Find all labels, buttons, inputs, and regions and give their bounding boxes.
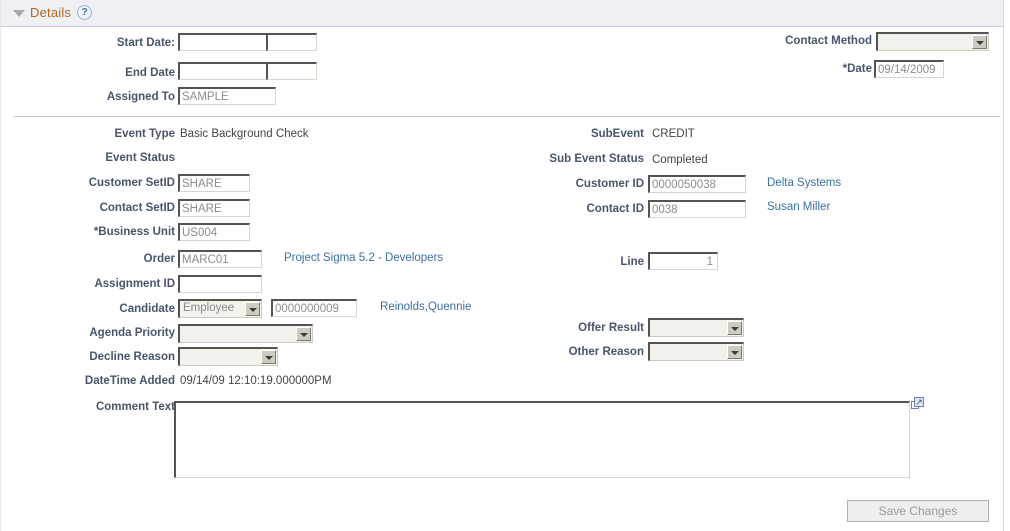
start-date-input[interactable] — [178, 33, 267, 51]
chevron-down-icon[interactable] — [296, 327, 311, 341]
agenda-priority-label: Agenda Priority — [89, 327, 175, 339]
contact-setid-input[interactable] — [178, 199, 250, 217]
line-label: Line — [620, 256, 644, 268]
collapse-triangle-icon[interactable] — [13, 10, 25, 17]
decline-reason-select[interactable] — [178, 347, 278, 366]
decline-reason-label: Decline Reason — [89, 351, 175, 363]
other-reason-select[interactable] — [648, 342, 744, 361]
subevent-label: SubEvent — [590, 128, 644, 140]
event-type-label: Event Type — [114, 128, 176, 140]
assignment-id-label: Assignment ID — [94, 278, 175, 290]
sub-event-status-label: Sub Event Status — [549, 153, 644, 165]
page-title: Details — [30, 5, 72, 20]
other-reason-label: Other Reason — [568, 346, 644, 358]
candidate-label: Candidate — [119, 303, 175, 315]
end-date-input[interactable] — [178, 62, 267, 80]
candidate-name-link[interactable]: Reinolds,Quennie — [380, 301, 472, 313]
chevron-down-icon[interactable] — [972, 35, 987, 49]
assigned-to-label: Assigned To — [106, 91, 175, 103]
candidate-id-input[interactable] — [271, 299, 357, 317]
customer-setid-input[interactable] — [178, 174, 250, 192]
page-right-border — [1003, 0, 1004, 531]
datetime-added-value: 09/14/09 12:10:19.000000PM — [180, 375, 332, 387]
business-unit-label: *Business Unit — [93, 226, 175, 238]
chevron-down-icon[interactable] — [261, 350, 276, 364]
customer-id-label: Customer ID — [575, 178, 644, 190]
datetime-added-label: DateTime Added — [84, 375, 175, 387]
order-description-link[interactable]: Project Sigma 5.2 - Developers — [284, 252, 444, 264]
section-divider — [14, 116, 1000, 117]
chevron-down-icon[interactable] — [727, 321, 742, 335]
sub-event-status-value: Completed — [652, 154, 708, 166]
order-label: Order — [143, 253, 175, 265]
help-question-icon[interactable]: ? — [77, 5, 92, 20]
date-input[interactable] — [874, 60, 944, 78]
start-date-label: Start Date: — [116, 37, 175, 49]
expand-popup-icon[interactable]: ↗ — [911, 397, 925, 410]
business-unit-input[interactable] — [178, 223, 250, 241]
candidate-type-value: Employee — [183, 302, 235, 314]
contact-method-label: Contact Method — [785, 35, 872, 47]
expand-popup-icon-front: ↗ — [914, 397, 924, 407]
order-input[interactable] — [178, 250, 262, 268]
event-status-label: Event Status — [105, 152, 175, 164]
assigned-to-input[interactable] — [178, 87, 276, 105]
start-date-time-input[interactable] — [266, 33, 317, 51]
agenda-priority-select[interactable] — [178, 324, 313, 343]
event-type-value: Basic Background Check — [180, 128, 309, 140]
line-input[interactable] — [648, 252, 718, 270]
candidate-type-select[interactable]: Employee — [178, 299, 262, 318]
contact-setid-label: Contact SetID — [99, 202, 175, 214]
assignment-id-input[interactable] — [178, 275, 262, 293]
customer-name-link[interactable]: Delta Systems — [767, 177, 842, 189]
comment-text-label: Comment Text — [95, 401, 175, 413]
date-label: *Date — [842, 63, 872, 75]
contact-method-select[interactable] — [876, 32, 989, 51]
comment-text-area[interactable] — [174, 401, 910, 478]
offer-result-label: Offer Result — [578, 322, 644, 334]
end-date-label: End Date — [125, 67, 175, 79]
end-date-time-input[interactable] — [266, 62, 317, 80]
customer-id-input[interactable] — [648, 175, 746, 193]
save-changes-button[interactable]: Save Changes — [847, 500, 989, 522]
page-left-border — [0, 0, 1, 531]
chevron-down-icon[interactable] — [245, 302, 260, 316]
chevron-down-icon[interactable] — [727, 345, 742, 359]
contact-name-link[interactable]: Susan Miller — [767, 201, 831, 213]
contact-id-label: Contact ID — [586, 203, 645, 215]
subevent-value: CREDIT — [652, 128, 695, 140]
details-group-header[interactable]: Details ? — [1, 0, 1003, 27]
offer-result-select[interactable] — [648, 318, 744, 337]
customer-setid-label: Customer SetID — [88, 177, 175, 189]
contact-id-input[interactable] — [648, 200, 746, 218]
